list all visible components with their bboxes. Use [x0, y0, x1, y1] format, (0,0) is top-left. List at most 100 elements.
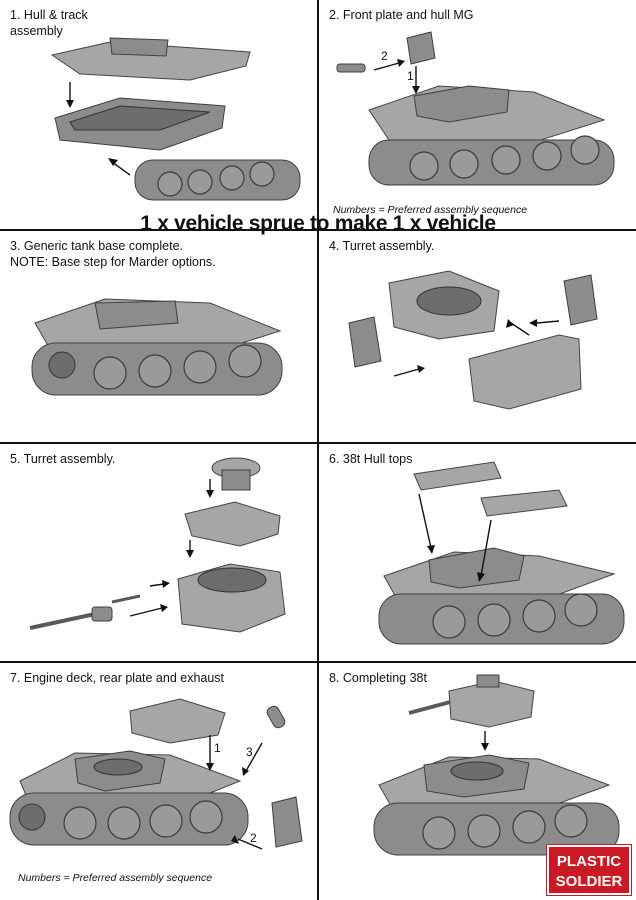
panel-1: 1. Hull & track assembly	[0, 0, 317, 229]
road-wheel	[532, 141, 562, 171]
road-wheel	[491, 145, 521, 175]
plastic-soldier-logo: PLASTIC SOLDIER	[546, 844, 632, 896]
step-number: 2	[381, 49, 388, 63]
grid-divider-row-2	[0, 442, 636, 444]
turret-cupola	[476, 674, 500, 688]
turret-side-part	[348, 316, 382, 368]
road-wheel	[228, 344, 262, 378]
panel-7-caption: 7. Engine deck, rear plate and exhaust	[10, 671, 225, 685]
assembly-note-bottom: Numbers = Preferred assembly sequence	[18, 872, 213, 884]
panel-3-illustration	[31, 298, 283, 396]
assembly-arrow	[245, 742, 263, 772]
road-wheel	[422, 816, 456, 850]
grid-divider-row-1	[0, 229, 636, 231]
road-wheel	[183, 350, 217, 384]
panel-2-illustration	[336, 31, 615, 186]
drive-sprocket	[48, 351, 76, 379]
assembly-arrow	[393, 368, 420, 377]
logo-line-2: SOLDIER	[555, 873, 623, 890]
panel-4-illustration	[348, 270, 598, 410]
panel-3-caption: 3. Generic tank base complete. NOTE: Bas…	[10, 239, 216, 269]
road-wheel	[432, 605, 466, 639]
gun-mantlet	[91, 606, 113, 622]
panel-2-caption: 2. Front plate and hull MG	[329, 8, 474, 22]
road-wheel	[512, 810, 546, 844]
road-wheel	[467, 814, 501, 848]
road-wheel	[138, 354, 172, 388]
assembly-arrow	[149, 583, 165, 587]
step-number: 3	[246, 745, 253, 759]
road-wheel	[449, 149, 479, 179]
panel-1-caption: 1. Hull & track assembly	[10, 8, 88, 38]
turret-ring	[416, 286, 482, 316]
panel-6-illustration	[378, 461, 625, 645]
road-wheel	[477, 603, 511, 637]
panel-5: 5. Turret assembly.	[0, 444, 317, 661]
panel-6-caption: 6. 38t Hull tops	[329, 452, 413, 466]
road-wheel	[189, 800, 223, 834]
road-wheel	[570, 135, 600, 165]
panel-3: 3. Generic tank base complete. NOTE: Bas…	[0, 231, 317, 442]
panel-6: 6. 38t Hull tops	[319, 444, 636, 661]
cupola-base	[221, 469, 251, 491]
hull-superstructure	[413, 85, 510, 123]
road-wheel	[187, 169, 213, 195]
hull-top-plate-front	[413, 461, 502, 491]
turret-rear-part	[563, 274, 598, 326]
step-number: 2	[250, 831, 257, 845]
panel-8: 8. Completing 38t	[319, 663, 636, 900]
grid-divider-vertical	[317, 0, 319, 900]
panel-4-caption: 4. Turret assembly.	[329, 239, 435, 253]
road-wheel	[249, 161, 275, 187]
logo-line-1: PLASTIC	[556, 853, 622, 870]
hull-top-plate-rear	[480, 489, 568, 517]
hull-superstructure	[428, 547, 525, 589]
assembly-arrow	[536, 320, 560, 324]
turret-ring-opening	[93, 758, 143, 776]
road-wheel	[93, 356, 127, 390]
hull-superstructure	[94, 300, 179, 330]
panel-8-illustration	[373, 674, 620, 856]
road-wheel	[564, 593, 598, 627]
turret-front-part	[468, 334, 582, 410]
drive-sprocket	[18, 803, 46, 831]
coax-mg	[111, 594, 141, 604]
assembly-arrow	[373, 62, 400, 71]
turret-ring-opening	[450, 761, 504, 781]
panel-2: 2. Front plate and hull MG 2 1 Numbers =…	[319, 0, 636, 229]
main-gun-barrel	[408, 699, 455, 715]
grid-divider-row-3	[0, 661, 636, 663]
assembly-arrow	[111, 161, 131, 176]
road-wheel	[409, 151, 439, 181]
road-wheel	[219, 165, 245, 191]
road-wheel	[554, 804, 588, 838]
panel-5-caption: 5. Turret assembly.	[10, 452, 116, 466]
turret-ring	[197, 567, 267, 593]
step-number: 1	[214, 741, 221, 755]
assembly-arrow	[237, 838, 263, 850]
turret-assembled	[448, 680, 535, 728]
main-gun-barrel	[29, 612, 96, 630]
panel-7-illustration	[9, 698, 303, 850]
sprue-headline: 1 x vehicle sprue to make 1 x vehicle	[140, 212, 496, 235]
engine-deck-part	[129, 698, 226, 744]
road-wheel	[149, 804, 183, 838]
panel-4: 4. Turret assembly.	[319, 231, 636, 442]
road-wheel	[63, 806, 97, 840]
panel-1-illustration	[50, 37, 301, 201]
front-plate-part	[406, 31, 436, 65]
panel-8-caption: 8. Completing 38t	[329, 671, 427, 685]
exhaust-part	[266, 705, 286, 729]
panel-5-illustration	[29, 457, 286, 633]
assembly-arrow	[418, 493, 432, 549]
road-wheel	[522, 599, 556, 633]
road-wheel	[157, 171, 183, 197]
lower-hull-interior	[69, 105, 211, 131]
panel-7: 7. Engine deck, rear plate and exhaust	[0, 663, 317, 900]
hull-mg-part	[336, 63, 366, 73]
road-wheel	[107, 806, 141, 840]
assembly-arrow	[480, 519, 492, 577]
rear-plate-part	[271, 796, 303, 848]
step-number: 1	[407, 69, 414, 83]
